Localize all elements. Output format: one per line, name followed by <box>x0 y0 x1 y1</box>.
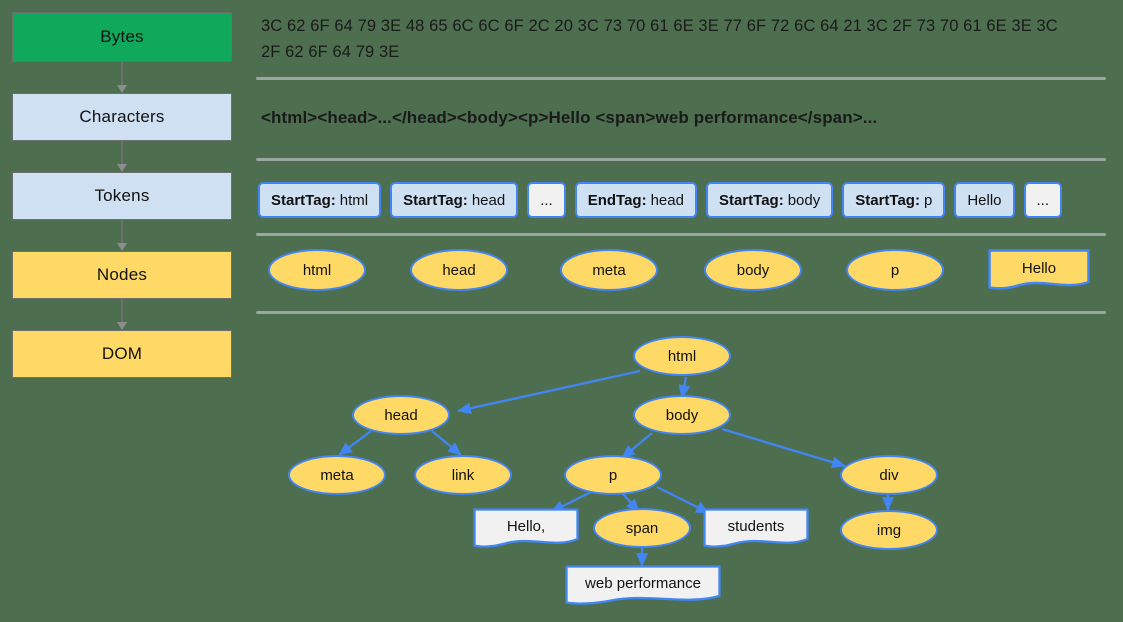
arrow-shaft <box>121 220 123 243</box>
node-label: Hello <box>1021 260 1057 277</box>
node-body[interactable]: body <box>704 249 802 291</box>
tree-node-html[interactable]: html <box>633 336 731 376</box>
token-chip[interactable]: StartTag:head <box>390 182 519 218</box>
node-label: web performance <box>585 575 701 592</box>
node-label: meta <box>592 261 626 279</box>
tree-node-text-hello[interactable]: Hello, <box>473 508 579 550</box>
node-html[interactable]: html <box>268 249 366 291</box>
pipeline-step-label: Nodes <box>96 265 148 284</box>
pipeline-arrow-tokens-to-nodes <box>115 220 129 251</box>
token-chip[interactable]: EndTag:head <box>574 182 697 218</box>
tree-node-meta[interactable]: meta <box>288 455 386 495</box>
token-chip-text[interactable]: Hello <box>954 182 1015 218</box>
pipeline-arrow-bytes-to-characters <box>115 62 129 93</box>
node-label: html <box>302 261 332 279</box>
token-value: head <box>471 191 506 209</box>
tree-node-p[interactable]: p <box>564 455 662 495</box>
document-shape-icon <box>565 565 721 605</box>
node-label: head <box>442 261 476 279</box>
token-value: ... <box>540 191 553 209</box>
pipeline-step-bytes: Bytes <box>12 12 232 62</box>
edge-head-meta <box>338 430 372 456</box>
node-label: body <box>736 261 770 279</box>
node-text-hello[interactable]: Hello <box>988 249 1090 292</box>
node-label: meta <box>320 466 354 484</box>
token-value: html <box>339 191 369 209</box>
pipeline-arrow-nodes-to-dom <box>115 299 129 330</box>
token-value: body <box>787 191 821 209</box>
node-label: p <box>608 466 618 484</box>
token-value: ... <box>1036 191 1050 209</box>
token-chip[interactable]: StartTag:body <box>705 182 834 218</box>
edge-body-div <box>721 427 846 469</box>
token-chip-ellipsis[interactable]: ... <box>527 182 566 218</box>
node-p[interactable]: p <box>846 249 944 291</box>
edge-head-link <box>431 430 462 456</box>
separator-after-tokens <box>256 233 1106 236</box>
tree-node-img[interactable]: img <box>840 510 938 550</box>
arrow-head <box>117 322 127 330</box>
edge-html-head <box>457 369 641 415</box>
edge-body-p <box>621 432 653 459</box>
separator-after-characters <box>256 158 1106 161</box>
separator-after-nodes <box>256 311 1106 314</box>
edge-p-students <box>656 485 710 515</box>
tree-node-span[interactable]: span <box>593 508 691 548</box>
pipeline-step-dom: DOM <box>12 330 232 378</box>
node-label: html <box>667 347 697 365</box>
node-label: body <box>665 406 699 424</box>
document-shape-icon <box>703 508 809 548</box>
token-value: head <box>650 191 684 209</box>
token-key: StartTag: <box>403 191 468 209</box>
arrow-shaft <box>121 141 123 164</box>
pipeline-arrow-characters-to-tokens <box>115 141 129 172</box>
token-key: StartTag: <box>855 191 920 209</box>
arrow-head <box>117 243 127 251</box>
pipeline-step-nodes: Nodes <box>12 251 232 299</box>
document-shape-icon <box>988 249 1090 290</box>
separator-after-bytes <box>256 77 1106 80</box>
pipeline-step-label: DOM <box>101 344 143 363</box>
node-meta[interactable]: meta <box>560 249 658 291</box>
node-label: div <box>879 466 899 484</box>
node-label: link <box>451 466 475 484</box>
node-label: Hello, <box>506 518 546 535</box>
token-value: Hello <box>967 191 1002 209</box>
arrow-shaft <box>121 299 123 322</box>
node-label: p <box>890 261 900 279</box>
token-value: p <box>923 191 933 209</box>
node-label: students <box>727 518 785 535</box>
tree-node-div[interactable]: div <box>840 455 938 495</box>
token-chip[interactable]: StartTag:p <box>842 182 946 218</box>
pipeline-step-label: Bytes <box>100 27 144 46</box>
token-key: StartTag: <box>271 191 336 209</box>
arrow-head <box>117 164 127 172</box>
arrow-shaft <box>121 62 123 85</box>
node-label: span <box>625 519 659 537</box>
node-label: head <box>384 406 418 424</box>
token-key: StartTag: <box>718 191 784 209</box>
tree-node-text-web-performance[interactable]: web performance <box>565 565 721 607</box>
pipeline-step-tokens: Tokens <box>12 172 232 220</box>
tree-node-head[interactable]: head <box>352 395 450 435</box>
pipeline-step-characters: Characters <box>12 93 232 141</box>
tree-node-text-students[interactable]: students <box>703 508 809 550</box>
bytes-hex-text: 3C 62 6F 64 79 3E 48 65 6C 6C 6F 2C 20 3… <box>261 17 1058 61</box>
tree-node-body[interactable]: body <box>633 395 731 435</box>
token-key: EndTag: <box>587 191 647 209</box>
characters-markup-text: <html><head>...</head><body><p>Hello <sp… <box>261 108 878 127</box>
token-chip[interactable]: StartTag:html <box>258 182 382 218</box>
token-chip-ellipsis[interactable]: ... <box>1023 182 1063 218</box>
pipeline-step-label: Characters <box>79 107 165 126</box>
pipeline-step-label: Tokens <box>94 186 150 205</box>
node-head[interactable]: head <box>410 249 508 291</box>
tree-node-link[interactable]: link <box>414 455 512 495</box>
arrow-head <box>117 85 127 93</box>
node-label: img <box>876 521 902 539</box>
document-shape-icon <box>473 508 579 548</box>
tokens-row: StartTag:html StartTag:head ... EndTag:h… <box>258 182 1063 218</box>
